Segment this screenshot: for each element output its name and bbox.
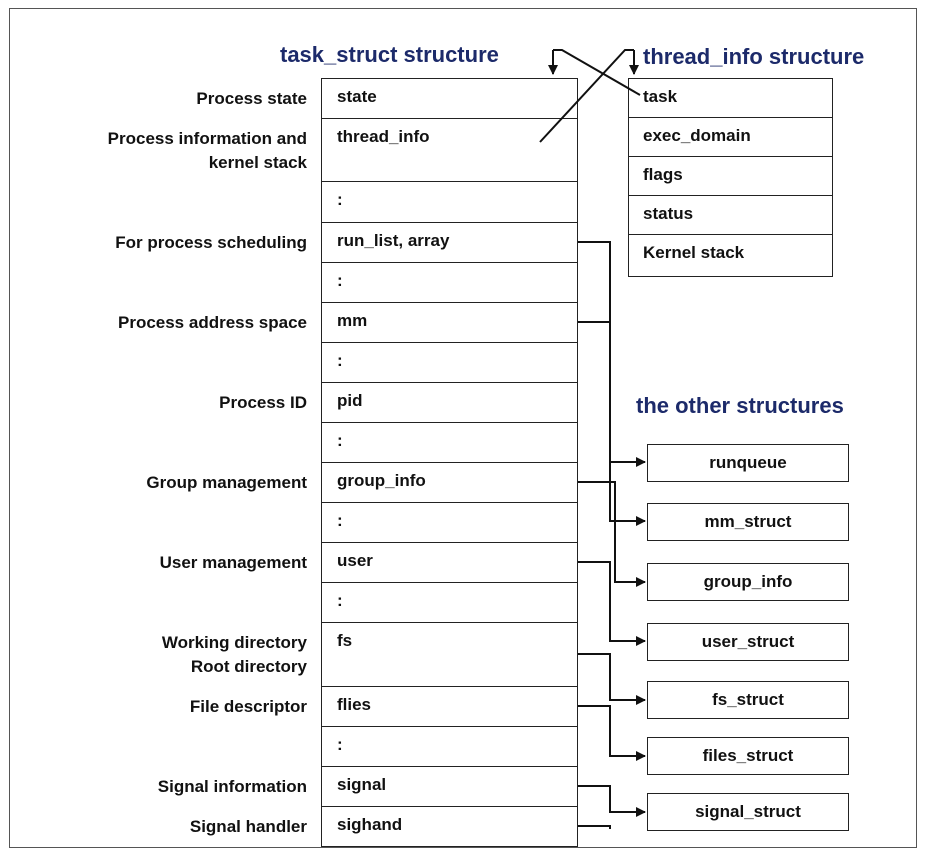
- connector-fs-to-fs-struct: [578, 653, 646, 705]
- connector-mm-to-mm-struct: [578, 321, 646, 526]
- thread-field-kernel-stack: Kernel stack: [628, 234, 833, 277]
- label-process-address-space: Process address space: [117, 313, 307, 332]
- connector-user-to-user-struct: [578, 561, 646, 646]
- label-process-state: Process state: [196, 89, 307, 108]
- thread-field-exec-domain: exec_domain: [628, 117, 833, 157]
- other-box-mm-struct: mm_struct: [647, 503, 849, 541]
- task-struct-heading: task_struct structure: [280, 42, 499, 67]
- label-file-descriptor: File descriptor: [189, 697, 307, 716]
- label-process-id: Process ID: [219, 393, 307, 412]
- other-box-signal-struct: signal_struct: [647, 793, 849, 831]
- connector-group-info: [578, 481, 646, 587]
- task-field-fs: fs: [321, 622, 578, 687]
- thread-field-flags: flags: [628, 156, 833, 196]
- task-field-run-list: run_list, array: [321, 222, 578, 263]
- task-field-ellipsis: :: [321, 726, 578, 767]
- line-task-pointer: [553, 49, 641, 96]
- line-thread-info-pointer: [539, 49, 634, 143]
- connector-lines: [539, 49, 646, 829]
- label-group-management: Group management: [146, 473, 307, 492]
- label-user-management: User management: [159, 553, 307, 572]
- thread-info-heading: thread_info structure: [643, 44, 865, 69]
- connector-run-list-to-runqueue: [578, 241, 646, 467]
- other-box-runqueue: runqueue: [647, 444, 849, 482]
- task-field-group-info: group_info: [321, 462, 578, 503]
- task-field-pid: pid: [321, 382, 578, 423]
- connector-signal-to-signal-struct: [578, 785, 646, 817]
- task-field-user: user: [321, 542, 578, 583]
- task-field-ellipsis: :: [321, 422, 578, 463]
- other-structures-heading: the other structures: [636, 393, 844, 418]
- label-process-scheduling: For process scheduling: [115, 233, 307, 252]
- other-box-fs-struct: fs_struct: [647, 681, 849, 719]
- connector-sighand: [578, 825, 611, 829]
- task-field-state: state: [321, 78, 578, 119]
- other-box-user-struct: user_struct: [647, 623, 849, 661]
- task-field-ellipsis: :: [321, 582, 578, 623]
- connector-flies-to-files-struct: [578, 705, 646, 761]
- label-signal-information: Signal information: [157, 777, 307, 796]
- other-box-group-info: group_info: [647, 563, 849, 601]
- task-field-ellipsis: :: [321, 262, 578, 303]
- task-field-thread-info: thread_info: [321, 118, 578, 182]
- other-box-files-struct: files_struct: [647, 737, 849, 775]
